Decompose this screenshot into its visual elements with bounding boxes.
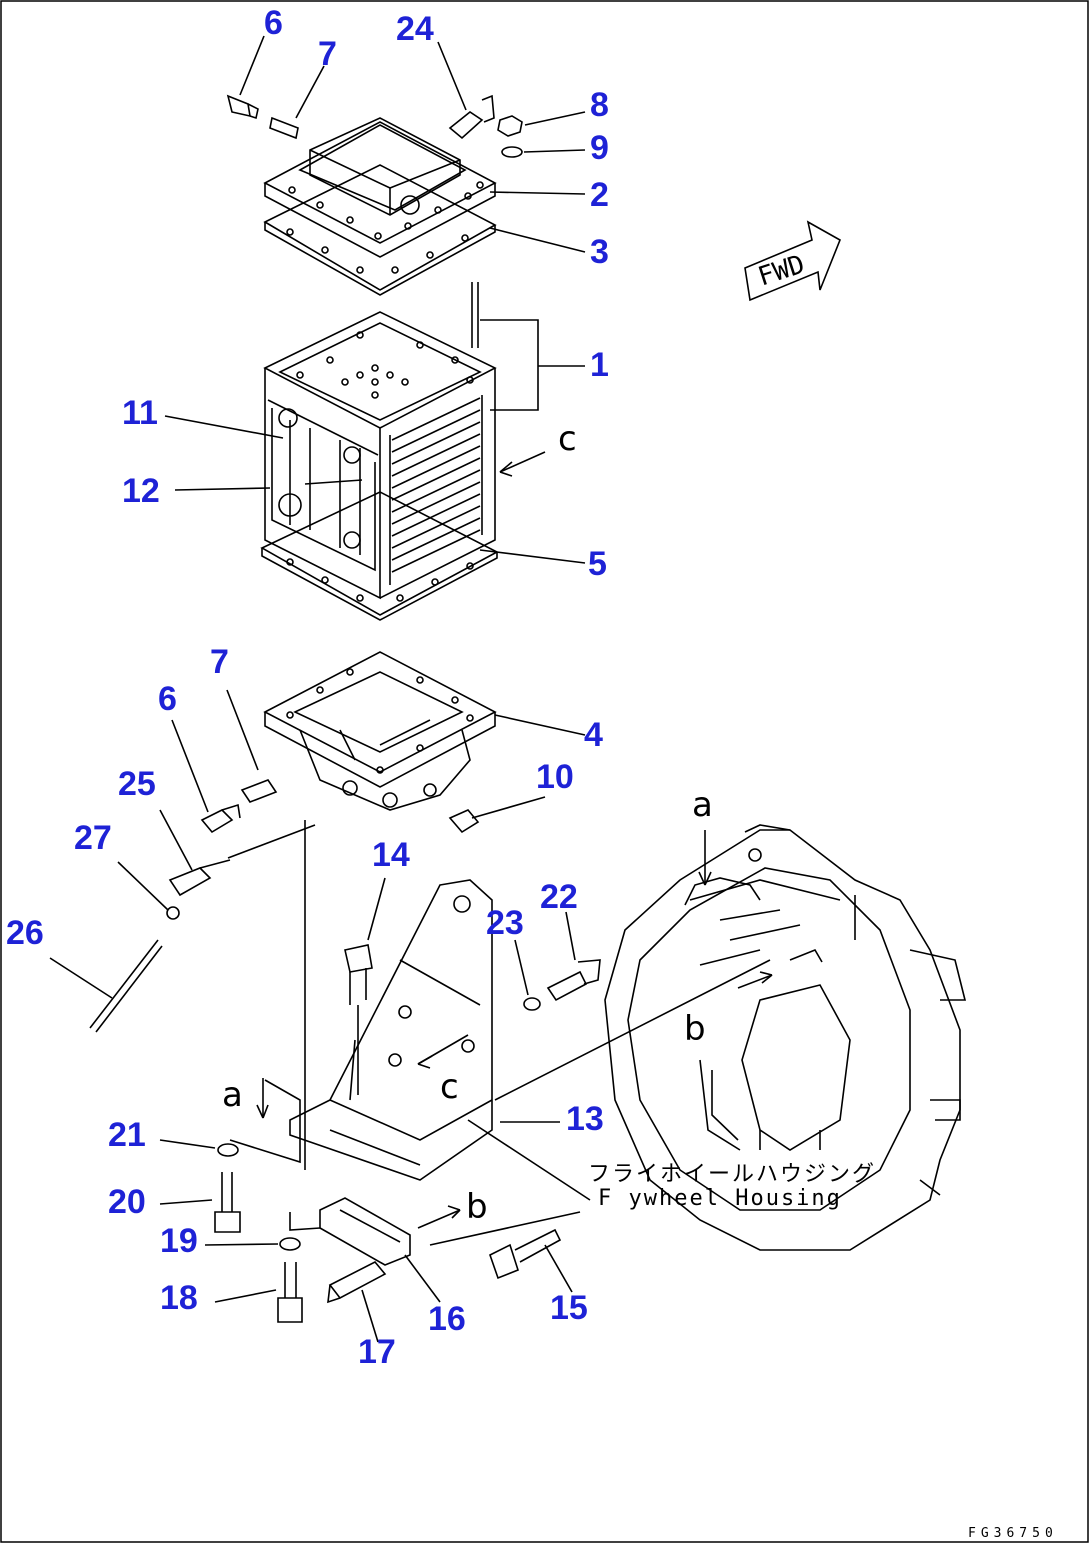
callout-6-lower: 6 [158, 680, 177, 718]
callout-16: 16 [428, 1300, 466, 1338]
callout-21: 21 [108, 1116, 146, 1154]
nut-8 [497, 115, 523, 137]
bolt-22 [546, 959, 601, 1002]
sensor-25 [168, 859, 231, 897]
callout-10: 10 [536, 758, 574, 796]
plug-6-top [226, 94, 259, 120]
callout-11: 11 [122, 394, 158, 432]
callout-7-lower: 7 [210, 643, 229, 681]
callout-27: 27 [74, 819, 112, 857]
ref-a-left: a [222, 1075, 243, 1115]
fwd-arrow-icon [744, 220, 842, 302]
top-cover [263, 117, 497, 296]
bolt-15 [489, 1228, 562, 1280]
callout-15: 15 [550, 1289, 588, 1327]
plate-16 [289, 1197, 411, 1266]
lower-tank [263, 651, 497, 811]
ref-c-mid: c [440, 1067, 459, 1107]
washer-9 [501, 146, 523, 158]
bolt-18 [277, 1262, 303, 1323]
washer-21 [217, 1143, 239, 1157]
housing-label-en: F ywheel Housing [598, 1186, 842, 1211]
washer-19 [279, 1237, 301, 1251]
callout-25: 25 [118, 765, 156, 803]
ref-b-low: b [466, 1187, 488, 1227]
callout-12: 12 [122, 472, 160, 510]
callout-4: 4 [584, 716, 603, 754]
bracket-13 [289, 879, 493, 1181]
ref-a-top: a [692, 785, 713, 825]
bolt-17 [327, 1260, 387, 1304]
hose-7-top [269, 116, 299, 140]
wire-26 [89, 939, 163, 1033]
callout-13: 13 [566, 1100, 604, 1138]
callout-23: 23 [486, 904, 524, 942]
callout-18: 18 [160, 1279, 198, 1317]
fitting-10 [448, 809, 480, 834]
hose-7-lower [240, 779, 278, 803]
ref-b-mid: b [684, 1009, 706, 1049]
callout-3: 3 [590, 233, 609, 271]
callout-24: 24 [396, 10, 434, 48]
callout-14: 14 [372, 836, 410, 874]
callout-9: 9 [590, 129, 609, 167]
bolt-20 [214, 1172, 241, 1233]
bolt-14 [344, 944, 373, 1005]
callout-1: 1 [590, 346, 609, 384]
callout-6-top: 6 [264, 4, 283, 42]
plug-6-lower [200, 803, 241, 834]
sensor-24 [448, 94, 495, 140]
callout-17: 17 [358, 1333, 396, 1371]
callout-8: 8 [590, 86, 609, 124]
callout-19: 19 [160, 1222, 198, 1260]
callout-2: 2 [590, 176, 609, 214]
callout-7-top: 7 [318, 35, 337, 73]
callout-5: 5 [588, 545, 607, 583]
callout-20: 20 [108, 1183, 146, 1221]
housing-label-jp: フライホイールハウジング [588, 1162, 877, 1187]
clip-27 [166, 906, 180, 920]
callout-22: 22 [540, 878, 578, 916]
flywheel-housing [604, 824, 967, 1251]
oil-cooler-core [263, 282, 497, 600]
ref-c-right: c [558, 419, 577, 459]
drawing-number: FG36750 [968, 1526, 1058, 1541]
callout-26: 26 [6, 914, 44, 952]
washer-23 [523, 997, 541, 1011]
